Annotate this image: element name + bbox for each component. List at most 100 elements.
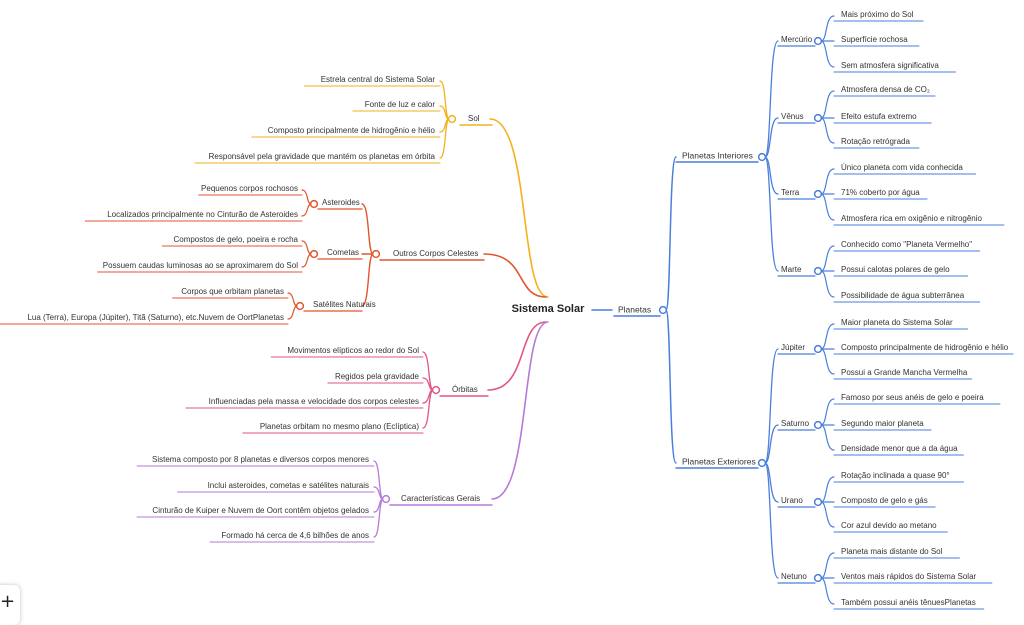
planet-toggle-3[interactable] [813, 266, 823, 276]
edge-exteriores-1 [764, 424, 779, 464]
sol-node[interactable]: Sol [468, 114, 480, 123]
planet-toggle-2[interactable] [813, 497, 823, 507]
planet-fact: Único planeta com vida conhecida [841, 163, 963, 172]
caracteristicas-node[interactable]: Características Gerais [401, 494, 480, 503]
sol-fact: Fonte de luz e calor [365, 100, 436, 109]
planet-toggle-1[interactable] [813, 113, 823, 123]
caracteristicas-fact: Inclui asteroides, cometas e satélites n… [208, 481, 369, 490]
interiores-toggle[interactable] [757, 152, 767, 162]
outros-sub-toggle-2[interactable] [295, 301, 305, 311]
outros-sub-0[interactable]: Asteroides [322, 198, 360, 207]
edge-root-orbitas [487, 321, 547, 391]
planet-fact: Famoso por seus anéis de gelo e poeira [841, 393, 984, 402]
planet-saturno[interactable]: Saturno [781, 419, 810, 428]
planet-fact: Conhecido como "Planeta Vermelho" [841, 240, 972, 249]
edge-interiores-3 [764, 156, 779, 272]
outros-sub-1[interactable]: Cometas [327, 248, 359, 257]
planet-júpiter[interactable]: Júpiter [781, 343, 805, 352]
sol-toggle[interactable] [447, 114, 457, 124]
edge-outros-item [287, 292, 298, 307]
outros-fact: Lua (Terra), Europa (Júpiter), Titã (Sat… [27, 313, 284, 322]
outros-sub-toggle-0[interactable] [309, 199, 319, 209]
group-exteriores[interactable]: Planetas Exteriores [682, 456, 756, 466]
orbitas-fact: Planetas orbitam no mesmo plano (Eclípti… [260, 422, 420, 431]
planet-urano[interactable]: Urano [781, 496, 803, 505]
edge-planetas-exteriores [665, 309, 677, 464]
edge-outros-item [301, 240, 312, 255]
outros-fact: Corpos que orbitam planetas [181, 287, 284, 296]
edge-orbitas-item [422, 389, 434, 429]
planet-fact: Atmosfera rica em oxigênio e nitrogênio [841, 214, 983, 223]
planet-terra[interactable]: Terra [781, 188, 800, 197]
edge-outros-sub [361, 253, 374, 307]
caracteristicas-fact: Sistema composto por 8 planetas e divers… [152, 455, 369, 464]
edge-item [820, 348, 835, 375]
planet-vênus[interactable]: Vênus [781, 112, 804, 121]
planet-toggle-3[interactable] [813, 573, 823, 583]
orbitas-node[interactable]: Órbitas [452, 385, 478, 394]
edge-item [820, 323, 835, 350]
edge-outros-item [301, 189, 312, 205]
planet-fact: Também possui anéis tênuesPlanetas [841, 598, 976, 607]
edge-exteriores-3 [764, 462, 779, 579]
edge-item [820, 193, 835, 221]
planet-fact: Superfície rochosa [841, 35, 908, 44]
edge-item [820, 15, 835, 42]
edge-item [820, 270, 835, 298]
edge-interiores-1 [764, 117, 779, 158]
group-interiores[interactable]: Planetas Interiores [682, 150, 753, 160]
planet-toggle-0[interactable] [813, 344, 823, 354]
add-node-button[interactable]: + [0, 585, 20, 625]
planet-fact: Possui a Grande Mancha Vermelha [841, 368, 968, 377]
outros-sub-2[interactable]: Satélites Naturais [313, 300, 376, 309]
planet-fact: Rotação retrógrada [841, 137, 910, 146]
planet-fact: Rotação inclinada a quase 90° [841, 471, 950, 480]
planet-mercúrio[interactable]: Mercúrio [781, 35, 813, 44]
planet-toggle-0[interactable] [813, 36, 823, 46]
planet-toggle-2[interactable] [813, 189, 823, 199]
edge-caracteristicas-item [373, 460, 384, 500]
edge-item [820, 90, 835, 119]
planetas-toggle[interactable] [658, 305, 668, 315]
exteriores-toggle[interactable] [757, 458, 767, 468]
edge-outros-item [287, 305, 298, 320]
sol-fact: Responsável pela gravidade que mantém os… [209, 152, 436, 161]
edge-root-sol [489, 118, 549, 298]
outros-fact: Possuem caudas luminosas ao se aproximar… [103, 261, 298, 270]
orbitas-fact: Influenciadas pela massa e velocidade do… [209, 397, 419, 406]
root-node[interactable]: Sistema Solar [512, 303, 585, 315]
outros-toggle[interactable] [371, 249, 381, 259]
planet-fact: Densidade menor que a da água [841, 444, 958, 453]
edge-root-outros [483, 253, 547, 298]
planet-fact: Possibilidade de água subterrânea [841, 291, 965, 300]
planet-marte[interactable]: Marte [781, 265, 802, 274]
outros-node[interactable]: Outros Corpos Celestes [393, 249, 478, 258]
caracteristicas-fact: Cinturão de Kuiper e Nuvem de Oort contê… [152, 506, 369, 515]
planet-fact: Segundo maior planeta [841, 419, 924, 428]
caracteristicas-fact: Formado há cerca de 4,6 bilhões de anos [221, 531, 369, 540]
outros-fact: Compostos de gelo, poeira e rocha [173, 235, 298, 244]
sol-fact: Composto principalmente de hidrogênio e … [268, 126, 436, 135]
planet-fact: Ventos mais rápidos do Sistema Solar [841, 572, 977, 581]
planet-fact: Mais próximo do Sol [841, 10, 914, 19]
planet-netuno[interactable]: Netuno [781, 572, 807, 581]
outros-sub-toggle-1[interactable] [309, 249, 319, 259]
planet-fact: Possui calotas polares de gelo [841, 265, 950, 274]
edge-item [820, 476, 835, 503]
edge-item [820, 577, 835, 605]
edge-item [820, 398, 835, 426]
planetas-node[interactable]: Planetas [618, 304, 651, 314]
edge-caracteristicas-item [373, 498, 384, 538]
orbitas-toggle[interactable] [431, 385, 441, 395]
planet-fact: 71% coberto por água [841, 188, 920, 197]
planet-fact: Composto principalmente de hidrogênio e … [841, 343, 1009, 352]
planet-fact: Maior planeta do Sistema Solar [841, 318, 953, 327]
edge-outros-sub [361, 203, 374, 255]
edge-orbitas-item [422, 351, 434, 391]
caracteristicas-toggle[interactable] [381, 494, 391, 504]
edge-interiores-0 [764, 40, 779, 158]
planet-fact: Planeta mais distante do Sol [841, 547, 943, 556]
edge-exteriores-0 [764, 348, 779, 464]
planet-toggle-1[interactable] [813, 420, 823, 430]
